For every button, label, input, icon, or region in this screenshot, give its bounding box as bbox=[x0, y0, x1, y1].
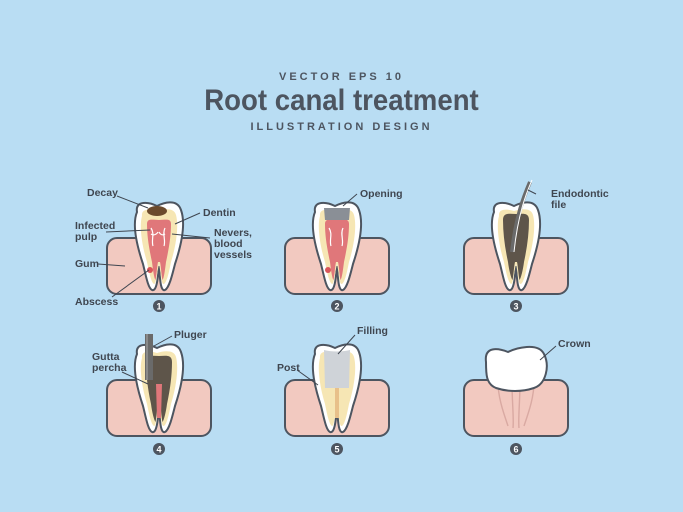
step-4-group: Pluger Gutta percha 4 bbox=[92, 329, 212, 455]
step-3-number: 3 bbox=[513, 302, 518, 312]
label-post: Post bbox=[277, 362, 300, 374]
label-endodontic-2: file bbox=[551, 199, 566, 211]
label-nerves-1: Nevers, bbox=[214, 227, 252, 239]
page-title: Root canal treatment bbox=[204, 84, 479, 117]
step-6-number: 6 bbox=[513, 445, 518, 455]
step-4-badge bbox=[153, 443, 165, 455]
label-gum: Gum bbox=[75, 258, 99, 270]
step-6-group: Crown 6 bbox=[463, 338, 591, 455]
label-gutta-2: percha bbox=[92, 362, 127, 374]
step-5-number: 5 bbox=[334, 445, 339, 455]
tooth-1 bbox=[133, 201, 185, 292]
label-pluger: Pluger bbox=[174, 329, 207, 341]
step-2-number: 2 bbox=[334, 302, 339, 312]
step-2-badge bbox=[331, 300, 343, 312]
tooth-3 bbox=[490, 179, 542, 292]
label-nerves-2: blood bbox=[214, 238, 243, 250]
label-decay: Decay bbox=[87, 187, 118, 199]
step-5-group: Filling Post 5 bbox=[277, 325, 390, 455]
header-top-text: VECTOR EPS 10 bbox=[279, 71, 404, 83]
label-abscess: Abscess bbox=[75, 296, 118, 308]
page-subtitle: ILLUSTRATION DESIGN bbox=[250, 121, 433, 133]
step-1-group: Decay Dentin Infected pulp Nevers, blood… bbox=[75, 187, 252, 312]
label-opening: Opening bbox=[360, 188, 403, 200]
label-infected-pulp-2: pulp bbox=[75, 231, 97, 243]
tooth-4 bbox=[133, 334, 185, 434]
label-nerves-3: vessels bbox=[214, 249, 252, 261]
tooth-2 bbox=[311, 201, 363, 292]
label-infected-pulp-1: Infected bbox=[75, 220, 115, 232]
label-endodontic-1: Endodontic bbox=[551, 188, 609, 200]
step-6-badge bbox=[510, 443, 522, 455]
tooth-5 bbox=[311, 343, 363, 434]
label-filling: Filling bbox=[357, 325, 388, 337]
step-4-number: 4 bbox=[156, 445, 161, 455]
step-1-badge bbox=[153, 300, 165, 312]
step-3-group: Endodontic file 3 bbox=[463, 179, 609, 312]
label-crown: Crown bbox=[558, 338, 591, 350]
step-3-badge bbox=[510, 300, 522, 312]
label-gutta-1: Gutta bbox=[92, 351, 120, 363]
step-2-group: Opening 2 bbox=[284, 188, 403, 312]
step-1-number: 1 bbox=[156, 302, 161, 312]
label-dentin: Dentin bbox=[203, 207, 236, 219]
tooth-6 bbox=[484, 346, 548, 429]
step-5-badge bbox=[331, 443, 343, 455]
